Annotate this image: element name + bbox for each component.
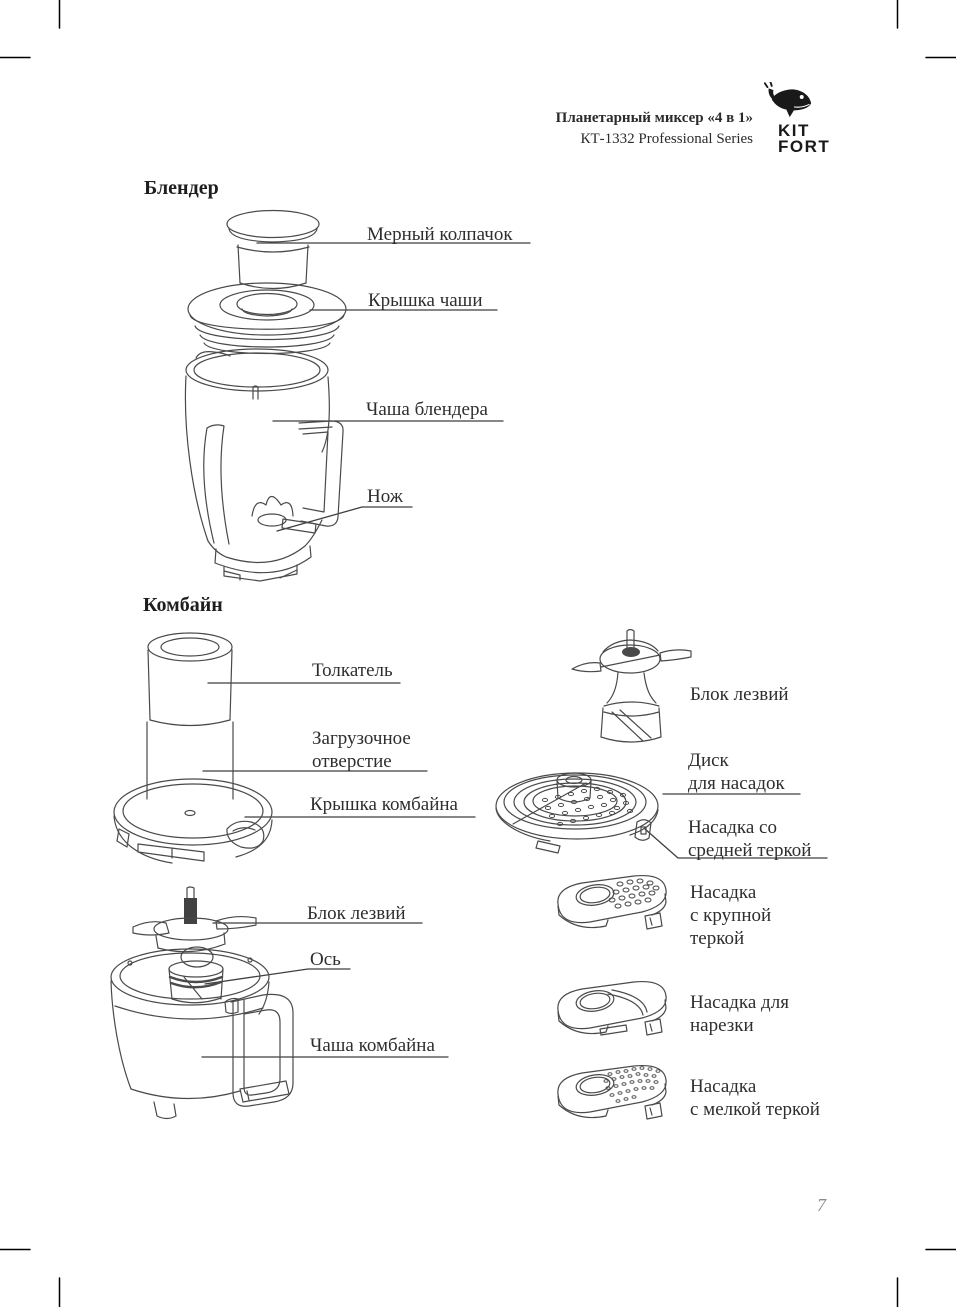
brand-text-kit: KIT [778, 121, 810, 140]
kitfort-logo: KIT FORT [762, 81, 837, 156]
label-processor-lid: Крышка комбайна [310, 794, 458, 815]
measuring-cup-drawing [226, 209, 320, 290]
label-attachment-disc: Диск для насадок [688, 750, 785, 794]
label-knife: Нож [367, 486, 403, 507]
brand-text-fort: FORT [778, 137, 831, 156]
attachment-disc-drawing [495, 772, 659, 854]
label-bowl-lid: Крышка чаши [368, 290, 483, 311]
page-header: Планетарный миксер «4 в 1» КТ-1332 Profe… [556, 108, 753, 150]
product-subtitle: КТ-1332 Professional Series [580, 131, 753, 147]
processor-bowl-drawing [110, 886, 294, 1120]
coarse-grater-plate-drawing [557, 874, 667, 930]
label-measuring-cup: Мерный колпачок [367, 224, 513, 245]
label-fine-grater: Насадка с мелкой теркой [690, 1076, 820, 1120]
label-slicing-attachment: Насадка для нарезки [690, 992, 789, 1036]
label-blade-block-lower: Блок лезвий [307, 903, 406, 924]
bowl-lid-drawing [187, 282, 347, 355]
label-pusher: Толкатель [312, 660, 393, 681]
label-blade-block-upper: Блок лезвий [690, 684, 789, 705]
product-title: Планетарный миксер «4 в 1» [555, 110, 753, 126]
label-processor-bowl: Чаша комбайна [310, 1035, 435, 1056]
leader-lines [201, 242, 828, 1058]
kitfort-whale-plug-icon [763, 81, 812, 118]
label-feed-opening: Загрузочное отверстие [312, 728, 411, 772]
slicing-plate-drawing [557, 980, 667, 1036]
label-blender-bowl: Чаша блендера [366, 399, 488, 420]
blade-block-upper-drawing [571, 628, 692, 743]
label-coarse-grater: Насадка с крупной теркой [690, 882, 772, 949]
label-medium-grater: Насадка со средней теркой [688, 817, 812, 861]
processor-lid-drawing [113, 632, 273, 864]
section-heading-food-processor: Комбайн [143, 594, 223, 616]
fine-grater-plate-drawing [557, 1064, 667, 1120]
page-number: 7 [817, 1195, 826, 1215]
section-heading-blender: Блендер [144, 177, 219, 199]
blender-jar-drawing [184, 348, 344, 582]
label-axis: Ось [310, 949, 341, 970]
